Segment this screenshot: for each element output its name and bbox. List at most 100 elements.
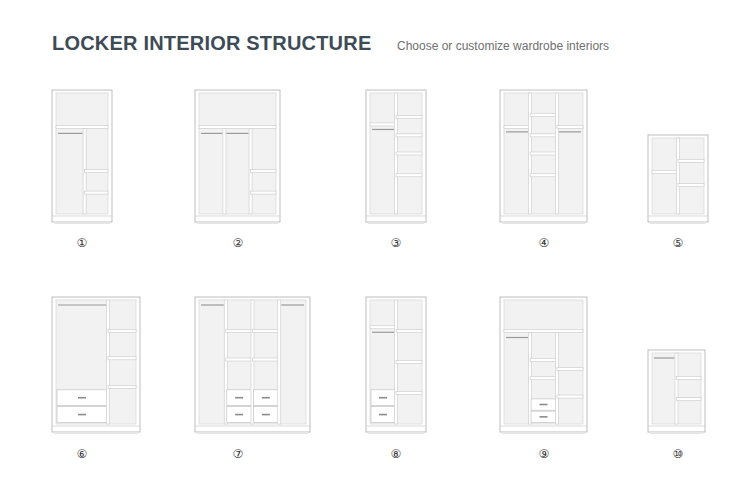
panel-board [85, 170, 108, 173]
panel-board [226, 358, 253, 361]
plinth-line [648, 426, 705, 427]
panel-board [251, 191, 276, 194]
hanging-rod [201, 304, 224, 305]
drawer-front [227, 407, 252, 423]
hanging-rod [226, 133, 248, 134]
panel-board [253, 358, 280, 361]
callout-number: ⑤ [673, 236, 684, 250]
hanging-rod [506, 131, 528, 132]
panel-board [652, 171, 678, 174]
hanging-rod [58, 304, 106, 305]
plinth-line [500, 216, 587, 217]
drawer-front [57, 390, 107, 406]
wardrobe-frame [52, 297, 140, 432]
drawer-front [254, 407, 279, 423]
wardrobe-interior [199, 300, 306, 424]
hanging-rod [372, 332, 394, 333]
panel-board [396, 392, 422, 395]
panel-board [85, 191, 108, 194]
hanging-rod [506, 337, 528, 338]
hanging-rod [372, 129, 394, 130]
callout-number: ⑨ [539, 447, 550, 461]
callout-number: ⑩ [673, 447, 684, 461]
floor-shadow [54, 432, 138, 434]
panel-board [677, 138, 680, 214]
floor-shadow [54, 222, 110, 224]
wardrobe [366, 297, 426, 434]
panel-board [370, 326, 396, 329]
floor-shadow [502, 432, 585, 434]
panel-board [530, 358, 557, 361]
drawer-handle [78, 414, 86, 416]
wardrobe-frame [500, 297, 587, 432]
drawer-front [57, 407, 107, 423]
panel-board [678, 159, 704, 162]
panel-board [557, 368, 583, 371]
panel-board [108, 330, 136, 333]
panel-board [396, 361, 422, 364]
panel-board [226, 330, 253, 333]
plinth-line [366, 426, 426, 427]
drawer-handle [78, 397, 86, 399]
panel-board [396, 116, 422, 119]
plinth-line [195, 426, 310, 427]
panel-board [530, 152, 557, 155]
panel-board [251, 170, 276, 173]
drawer-front [371, 390, 395, 406]
callout-number: ③ [391, 236, 402, 250]
panel-board [396, 152, 422, 155]
panel-board [396, 330, 422, 333]
floor-shadow [368, 432, 424, 434]
panel-board [530, 174, 557, 177]
plinth-line [648, 216, 708, 217]
panel-board [199, 125, 276, 128]
callout-number: ⑦ [233, 447, 244, 461]
floor-shadow [502, 222, 585, 224]
hanging-rod [201, 133, 222, 134]
panel-board [555, 93, 558, 214]
drawer-front [254, 390, 279, 406]
wardrobe-interior [370, 93, 422, 214]
floor-shadow [650, 432, 703, 434]
wardrobe [366, 90, 426, 224]
panel-board [223, 128, 226, 214]
panel-board [370, 123, 396, 126]
wardrobe [195, 90, 280, 224]
wardrobe [648, 135, 708, 224]
wardrobe-frame [195, 90, 280, 222]
wardrobe [52, 297, 140, 434]
wardrobe-interior [56, 300, 136, 424]
drawer-front [531, 411, 556, 422]
panel-board [530, 113, 557, 116]
drawer-handle [379, 397, 387, 399]
wardrobe [52, 90, 112, 224]
floor-shadow [368, 222, 424, 224]
hanging-rod [654, 357, 675, 358]
panel-board [678, 184, 704, 187]
panel-board [557, 125, 583, 128]
wardrobe-frame [648, 350, 705, 432]
panel-board [530, 134, 557, 137]
floor-shadow [650, 222, 706, 224]
callout-number: ② [233, 236, 244, 250]
wardrobe-frame [500, 90, 587, 222]
wardrobe-frame [52, 90, 112, 222]
callout-number: ① [77, 236, 88, 250]
wardrobe-frame [366, 90, 426, 222]
drawer-front [371, 407, 395, 423]
panel-board [108, 357, 136, 360]
drawer-handle [379, 414, 387, 416]
plinth-line [500, 426, 587, 427]
plinth-line [195, 216, 280, 217]
panel-board [530, 377, 557, 380]
panel-board [56, 125, 108, 128]
drawer-handle [262, 414, 270, 416]
hanging-rod [58, 133, 83, 134]
wardrobe [195, 297, 310, 434]
drawer-handle [235, 397, 243, 399]
callout-number: ⑥ [77, 447, 88, 461]
panel-board [396, 134, 422, 137]
wardrobe-interior [504, 300, 583, 424]
wardrobe-frame [648, 135, 708, 222]
